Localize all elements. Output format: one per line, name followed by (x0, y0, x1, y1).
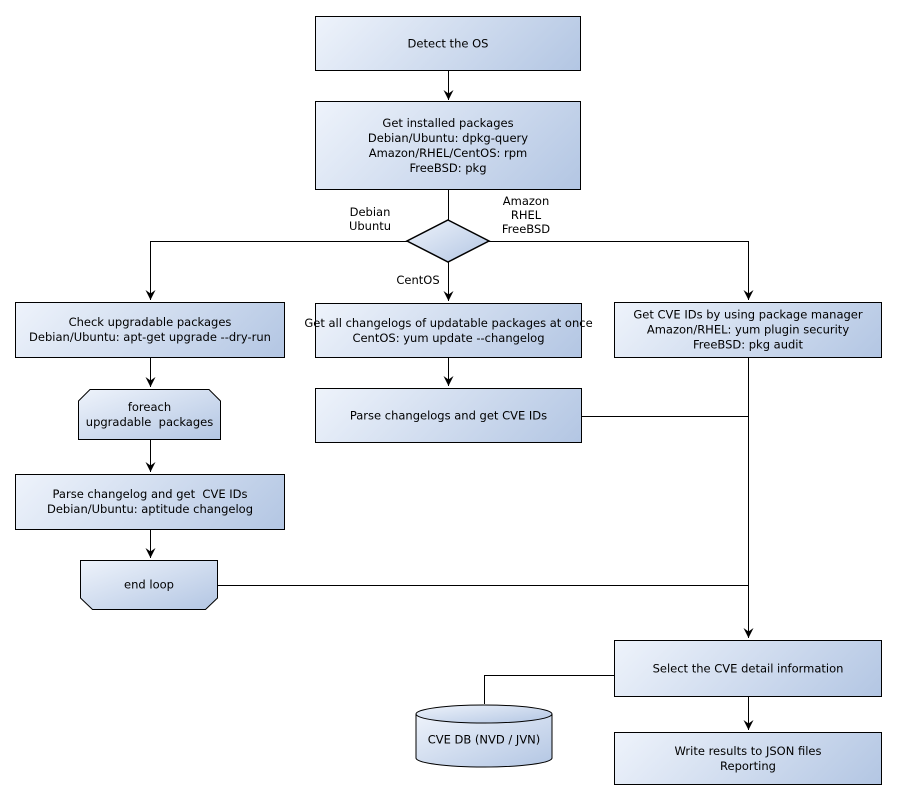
node-select-cve-detail-label: Select the CVE detail information (652, 661, 844, 675)
node-get-all-changelogs: Get all changelogs of updatable packages… (304, 303, 593, 358)
edge-decision-to-check-upgradable (145, 241, 408, 300)
node-get-installed-packages: Get installed packages Debian/Ubuntu: dp… (315, 101, 581, 190)
node-parse-changelogs-label: Parse changelogs and get CVE IDs (349, 408, 548, 422)
node-cve-db-label: CVE DB (NVD / JVN) (427, 732, 541, 747)
node-end-loop-label: end loop (124, 577, 174, 592)
edge-label-amazon-rhel-freebsd: Amazon RHEL FreeBSD (501, 194, 551, 236)
node-end-loop: end loop (80, 560, 218, 610)
loop-start-shape (78, 389, 221, 440)
node-foreach-loop-start: foreach upgradable packages (78, 389, 221, 440)
node-write-results: Write results to JSON files Reporting (614, 732, 882, 785)
database-cylinder-shape (415, 704, 553, 768)
edge-label-centos: CentOS (396, 273, 440, 287)
edge-label-debian-ubuntu: Debian Ubuntu (348, 205, 392, 233)
node-get-installed-packages-label: Get installed packages Debian/Ubuntu: dp… (367, 115, 529, 175)
node-get-cve-ids-pkg-mgr: Get CVE IDs by using package manager Ama… (614, 302, 882, 358)
node-get-all-changelogs-label: Get all changelogs of updatable packages… (304, 315, 593, 345)
node-get-cve-ids-pkg-mgr-label: Get CVE IDs by using package manager Ama… (633, 307, 863, 352)
node-parse-changelog-deb: Parse changelog and get CVE IDs Debian/U… (15, 474, 285, 530)
node-parse-changelog-deb-label: Parse changelog and get CVE IDs Debian/U… (47, 487, 253, 516)
node-check-upgradable-label: Check upgradable packages Debian/Ubuntu:… (29, 315, 271, 344)
node-check-upgradable: Check upgradable packages Debian/Ubuntu:… (15, 302, 285, 358)
edge-select-to-cvedb (484, 675, 614, 704)
node-cve-db: CVE DB (NVD / JVN) (415, 704, 553, 768)
node-detect-os: Detect the OS (315, 16, 581, 71)
decision-diamond (405, 219, 491, 263)
edge-decision-to-get-cve-ids (489, 241, 754, 300)
node-foreach-loop-start-label: foreach upgradable packages (85, 399, 214, 429)
node-select-cve-detail: Select the CVE detail information (614, 640, 882, 697)
node-parse-changelogs: Parse changelogs and get CVE IDs (315, 388, 582, 443)
loop-end-shape (80, 560, 218, 610)
node-write-results-label: Write results to JSON files Reporting (674, 743, 822, 773)
node-detect-os-label: Detect the OS (407, 36, 489, 50)
